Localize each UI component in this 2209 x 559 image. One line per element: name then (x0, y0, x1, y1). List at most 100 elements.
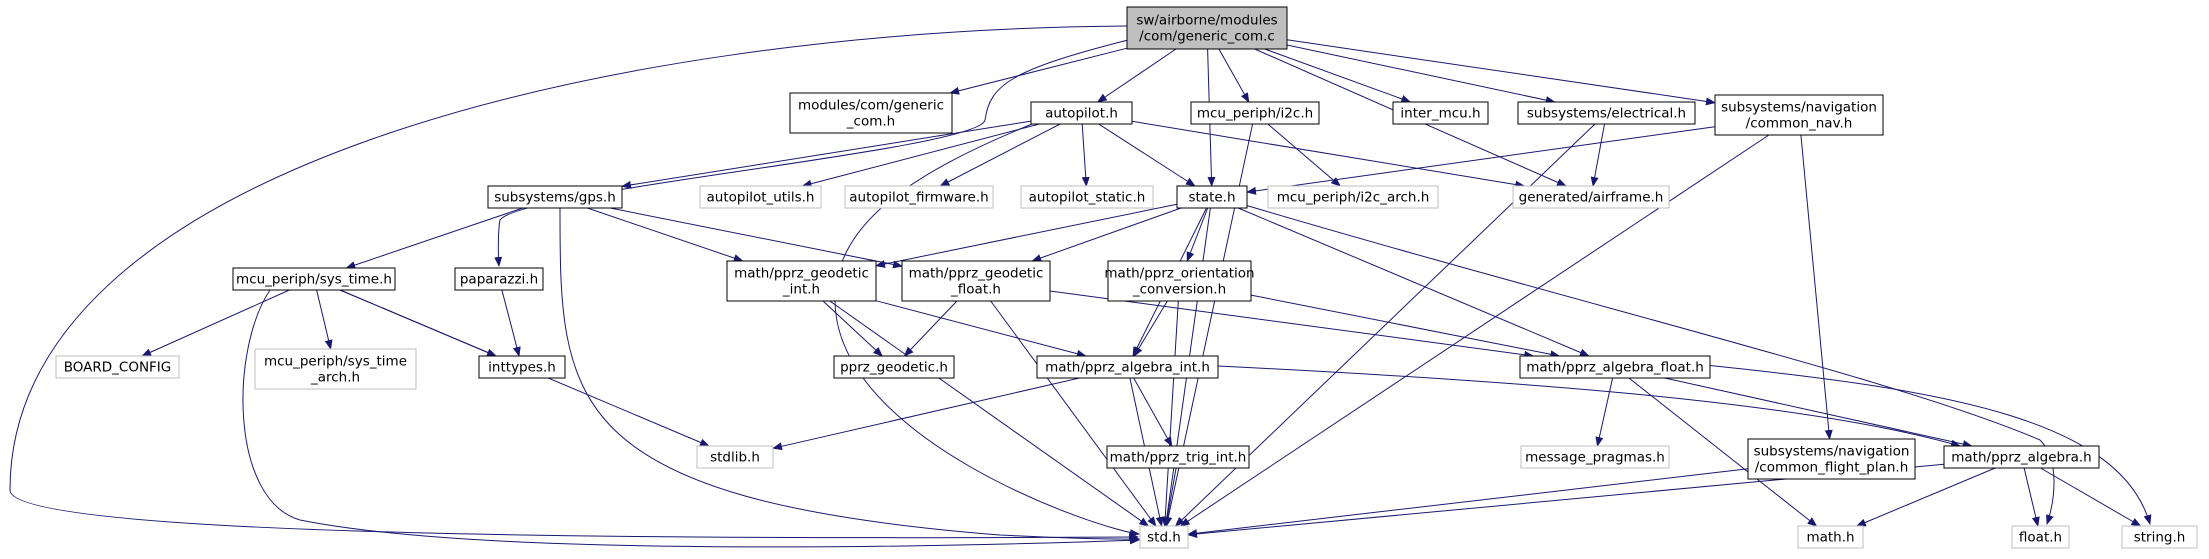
node-label: mcu_periph/sys_time (264, 353, 407, 369)
edge-common_nav_h-to-std_h (1179, 134, 1770, 527)
node-box (844, 185, 994, 209)
node-label: math/pprz_geodetic (909, 265, 1044, 281)
edge-orientation_h-to-algebra_int_h (1133, 300, 1168, 357)
edge-gps_h-to-std_h (559, 207, 1140, 544)
node-algebra_float_h[interactable]: math/pprz_algebra_float.h (1519, 355, 1711, 379)
node-label: BOARD_CONFIG (64, 359, 172, 375)
edge-state_h-to-float_h (1244, 204, 2055, 525)
node-box (1020, 185, 1154, 209)
node-box (726, 260, 877, 302)
node-label: mcu_periph/i2c.h (1197, 105, 1313, 121)
node-pprz_geodetic_h[interactable]: pprz_geodetic.h (833, 355, 955, 379)
node-label: subsystems/electrical.h (1527, 105, 1686, 121)
node-common_nav_h[interactable]: subsystems/navigation/common_nav.h (1714, 94, 1884, 136)
edge-autopilot_h-to-autopilot_utils_h (801, 123, 1040, 188)
edge-root-to-common_nav_h (1286, 39, 1716, 106)
node-autopilot_utils_h: autopilot_utils.h (699, 185, 822, 209)
node-box (454, 267, 544, 291)
edge-algebra_int_h-to-trig_int_h (1133, 377, 1173, 447)
node-box (1139, 525, 1189, 549)
node-label: mcu_periph/sys_time.h (236, 271, 392, 287)
edge-algebra_int_h-to-algebra_h (1217, 365, 1961, 448)
node-label: _int.h (782, 281, 820, 297)
edge-state_h-to-algebra_float_h (1237, 207, 1590, 357)
node-box (2011, 525, 2070, 549)
node-orientation_h[interactable]: math/pprz_orientation_conversion.h (1104, 260, 1255, 302)
node-box (1107, 260, 1252, 302)
node-label: std.h (1147, 529, 1181, 545)
edge-orientation_h-to-algebra_float_h (1250, 294, 1561, 359)
edge-root-to-autopilot_h (1096, 48, 1177, 103)
node-gps_h[interactable]: subsystems/gps.h (487, 185, 623, 209)
node-label: inttypes.h (488, 359, 556, 375)
edge-geodetic_float_h-to-algebra_float_h (1049, 290, 1535, 359)
node-inter_mcu_h[interactable]: inter_mcu.h (1392, 101, 1489, 125)
node-label: subsystems/navigation (1754, 443, 1910, 459)
node-inttypes_h[interactable]: inttypes.h (478, 355, 566, 379)
node-sys_time_h[interactable]: mcu_periph/sys_time.h (232, 267, 396, 291)
node-label: message_pragmas.h (1525, 449, 1665, 465)
node-board_config: BOARD_CONFIG (55, 355, 180, 379)
edge-algebra_float_h-to-algebra_h (1664, 377, 1973, 448)
node-generic_com_h[interactable]: modules/com/generic_com.h (789, 92, 953, 134)
node-box (1512, 185, 1670, 209)
node-label: math/pprz_algebra.h (1951, 449, 2091, 465)
edge-autopilot_h-to-gps_h (621, 120, 1032, 189)
node-box (901, 260, 1051, 302)
edge-gps_h-to-sys_time_h (345, 207, 523, 269)
edge-state_h-to-orientation_h (1186, 207, 1209, 262)
edge-autopilot_h-to-state_h (1098, 123, 1196, 187)
node-geodetic_int_h[interactable]: math/pprz_geodetic_int.h (726, 260, 877, 302)
node-mcu_i2c_h[interactable]: mcu_periph/i2c.h (1190, 101, 1320, 125)
node-box (1747, 438, 1916, 480)
edge-mcu_i2c_h-to-i2c_arch_h (1267, 123, 1341, 187)
edge-common_nav_h-to-state_h (1246, 126, 1716, 195)
edge-algebra_h-to-float_h (2023, 467, 2040, 527)
node-box (254, 348, 417, 390)
node-label: subsystems/gps.h (494, 189, 616, 205)
node-box (55, 355, 180, 379)
node-label: _arch.h (310, 369, 360, 385)
node-label: autopilot_utils.h (707, 189, 815, 205)
node-box (1943, 445, 2100, 469)
node-string_h: string.h (2121, 525, 2198, 549)
edge-algebra_h-to-math_h (1855, 467, 1996, 527)
node-label: pprz_geodetic.h (840, 359, 948, 375)
node-label: autopilot_static.h (1029, 189, 1146, 205)
node-label: math/pprz_algebra_int.h (1045, 359, 1210, 375)
node-paparazzi_h[interactable]: paparazzi.h (454, 267, 544, 291)
node-label: float.h (2019, 529, 2062, 545)
edge-state_h-to-geodetic_int_h (875, 203, 1178, 268)
node-state_h[interactable]: state.h (1176, 185, 1248, 209)
node-algebra_int_h[interactable]: math/pprz_algebra_int.h (1036, 355, 1219, 379)
node-common_flight_plan_h[interactable]: subsystems/navigation/common_flight_plan… (1747, 438, 1916, 480)
node-autopilot_firmware_h: autopilot_firmware.h (844, 185, 994, 209)
node-label: math/pprz_geodetic (734, 265, 869, 281)
edge-sys_time_h-to-std_h (242, 289, 1140, 548)
edge-root-to-paparazzi_h (494, 39, 1129, 267)
edge-common_flight_plan_h-to-std_h (1187, 468, 1749, 538)
node-box (789, 92, 953, 134)
node-label: /com/generic_com.c (1139, 28, 1275, 44)
node-label: math/pprz_algebra_float.h (1526, 359, 1704, 375)
node-box (232, 267, 396, 291)
node-label: string.h (2134, 529, 2186, 545)
node-stdlib_h: stdlib.h (696, 445, 774, 469)
node-box (1517, 101, 1696, 125)
node-geodetic_float_h[interactable]: math/pprz_geodetic_float.h (901, 260, 1051, 302)
node-autopilot_h[interactable]: autopilot.h (1030, 101, 1133, 125)
edge-state_h-to-geodetic_float_h (1031, 207, 1182, 262)
node-box (696, 445, 774, 469)
node-label: _com.h (846, 113, 895, 129)
node-root[interactable]: sw/airborne/modules/com/generic_com.c (1126, 6, 1288, 50)
node-box (487, 185, 623, 209)
node-label: sw/airborne/modules (1136, 12, 1277, 28)
node-box (1190, 101, 1320, 125)
node-std_h: std.h (1139, 525, 1189, 549)
node-algebra_h[interactable]: math/pprz_algebra.h (1943, 445, 2100, 469)
node-electrical_h[interactable]: subsystems/electrical.h (1517, 101, 1696, 125)
node-box (1392, 101, 1489, 125)
node-trig_int_h[interactable]: math/pprz_trig_int.h (1106, 445, 1250, 469)
node-label: math.h (1806, 529, 1854, 545)
node-box (2121, 525, 2198, 549)
